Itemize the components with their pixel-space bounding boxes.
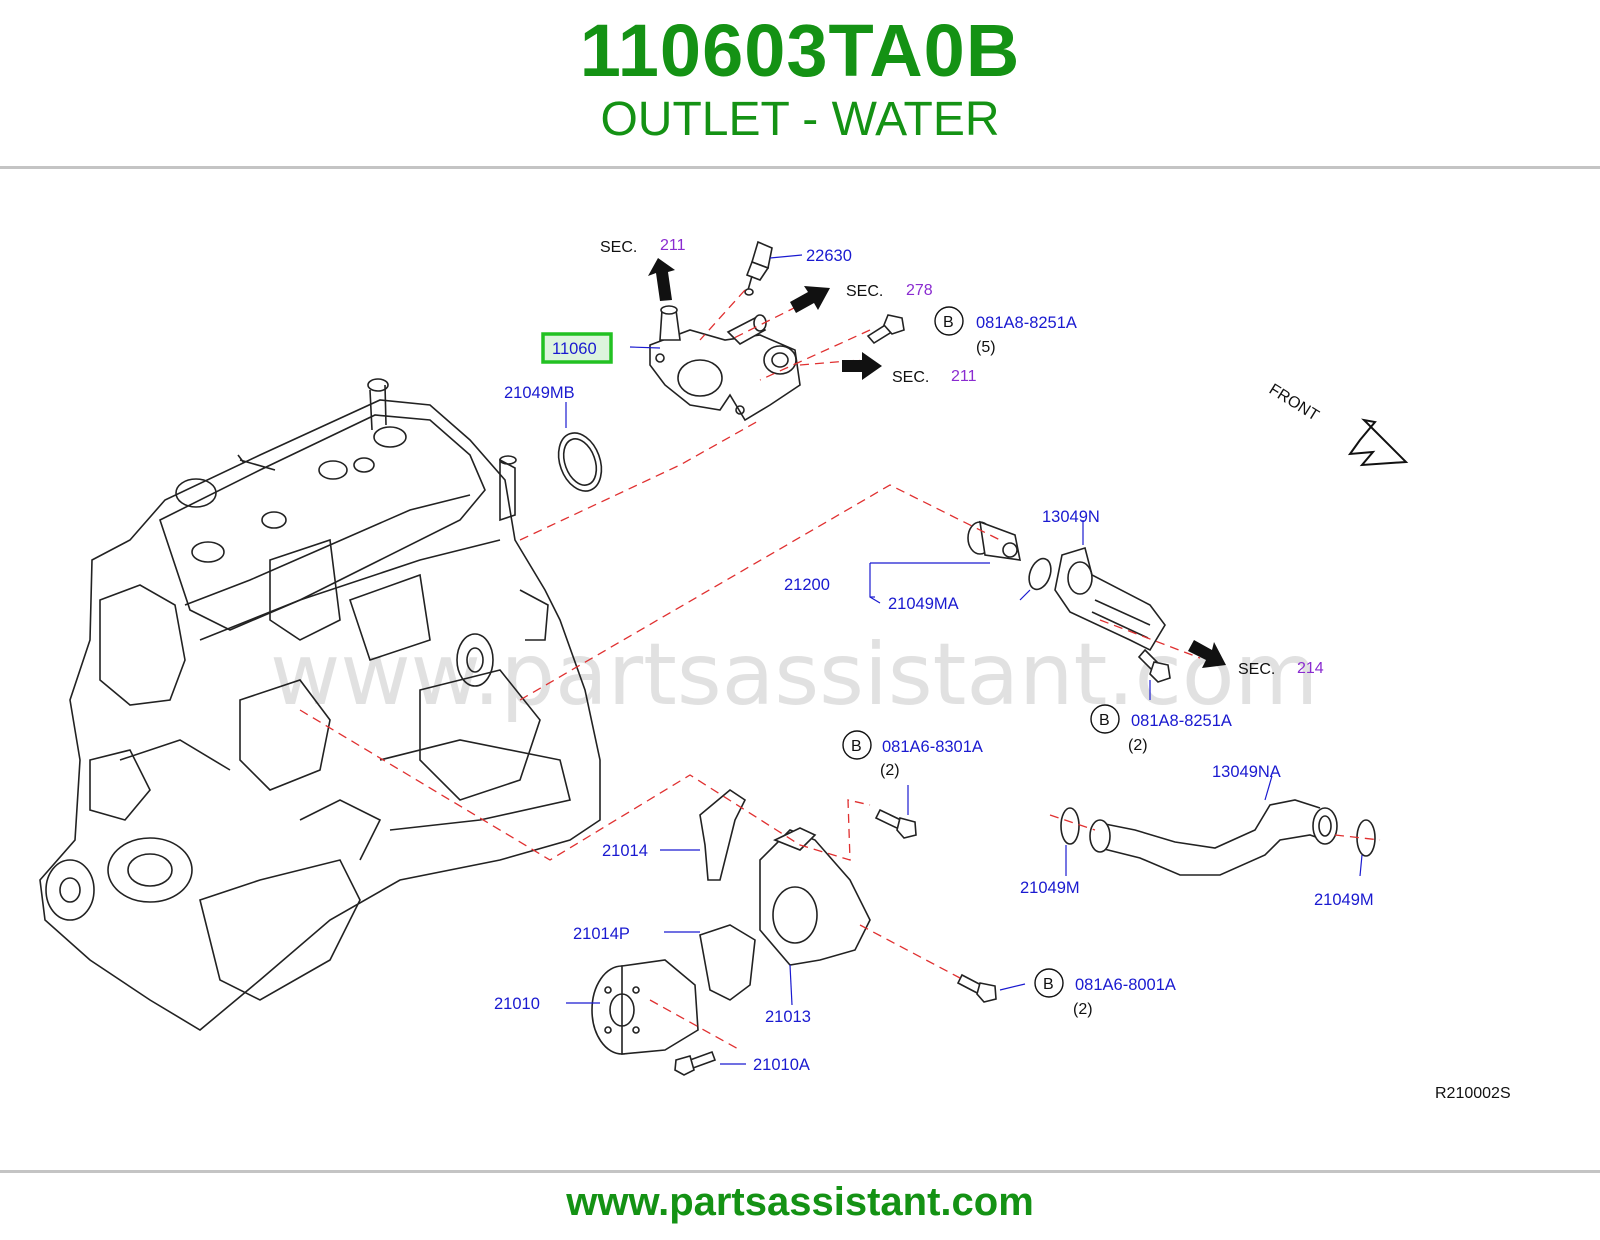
sec-number-211-mid[interactable]: 211 [951,368,977,385]
part-label-13049n[interactable]: 13049N [1042,508,1100,526]
pump-housing-illustration [759,827,871,966]
qty-081a8-8251a-top: (5) [976,339,996,356]
bolt-081a6-8301a-illustration [874,808,917,839]
sec-211-top-arrow [648,258,675,301]
drawing-code: R210002S [1435,1085,1511,1102]
bolt-badge-3-letter: B [851,738,862,755]
gasket-21014-illustration [699,789,747,881]
bolt-badge-4 [1034,968,1064,998]
engine-block-illustration [39,378,601,1031]
bolt-badge-2-letter: B [1099,712,1110,729]
part-label-21013[interactable]: 21013 [765,1008,811,1026]
part-label-11060[interactable]: 11060 [552,340,597,358]
part-label-21010a[interactable]: 21010A [753,1056,810,1074]
part-number-title: 110603TA0B [579,9,1021,92]
part-label-21014p[interactable]: 21014P [573,925,630,943]
part-name-subtitle: OUTLET - WATER [600,93,1000,146]
qty-081a6-8001a: (2) [1073,1001,1093,1018]
part-label-081a6-8301a[interactable]: 081A6-8301A [882,738,983,756]
footer-divider [0,1170,1600,1173]
sec-number-278[interactable]: 278 [906,282,933,299]
part-label-21010[interactable]: 21010 [494,995,540,1013]
part-label-13049na[interactable]: 13049NA [1212,763,1281,781]
bolt-badge-4-letter: B [1043,976,1054,993]
part-label-21014[interactable]: 21014 [602,842,648,860]
gasket-21014p-illustration [699,924,756,1001]
water-outlet-illustration [649,305,801,422]
water-pump-pulley-illustration [591,959,699,1055]
page-header: 110603TA0B OUTLET - WATER [0,0,1600,168]
sec-label-211-top: SEC. [600,239,637,256]
front-direction-arrow: FRONT [1266,381,1409,467]
sec-label-214: SEC. [1238,661,1275,678]
gasket-21049mb-inner [562,438,598,486]
sec-278-arrow [790,286,830,313]
qty-081a8-8251a-mid: (2) [1128,737,1148,754]
sec-number-211-top[interactable]: 211 [660,237,686,254]
bolt-badge-3 [842,730,872,760]
part-label-21200[interactable]: 21200 [784,576,830,594]
thermostat-illustration [967,520,1022,561]
gasket-21049ma-illustration [1028,557,1052,591]
part-label-081a8-8251a-top[interactable]: 081A8-8251A [976,314,1077,332]
part-label-081a8-8251a-mid[interactable]: 081A8-8251A [1131,712,1232,730]
o-ring-left-illustration [1060,807,1080,845]
part-label-21049ma[interactable]: 21049MA [888,595,959,613]
front-label: FRONT [1266,381,1322,425]
sec-214-arrow [1188,640,1226,668]
bolt-081a6-8001a-illustration [956,973,997,1003]
bolt-21010a-illustration [674,1050,717,1076]
front-arrow-shape [1347,418,1409,467]
part-label-21049m-left[interactable]: 21049M [1020,879,1080,897]
bolt-081a8-8251a-mid-illustration [1137,648,1171,683]
bolt-081a8-8251a-top-illustration [866,314,905,345]
part-label-22630[interactable]: 22630 [806,247,852,265]
footer-website-link[interactable]: www.partsassistant.com [566,1180,1034,1224]
part-label-21049m-right[interactable]: 21049M [1314,891,1374,909]
temperature-sensor-illustration [744,240,773,296]
water-inlet-housing-illustration [1054,546,1166,652]
gasket-21049mb-illustration [557,432,603,492]
part-label-21049mb[interactable]: 21049MB [504,384,575,402]
sec-211-mid-arrow [842,352,882,380]
qty-081a6-8301a: (2) [880,762,900,779]
header-divider [0,166,1600,169]
sec-label-211-mid: SEC. [892,369,929,386]
part-label-081a6-8001a[interactable]: 081A6-8001A [1075,976,1176,994]
bolt-badge-1-letter: B [943,314,954,331]
leader-lines [565,254,1363,1065]
highlighted-part-box[interactable] [541,332,613,364]
bolt-badge-1 [934,306,964,336]
bolt-badge-2 [1090,704,1120,734]
assembly-guide-lines [299,289,1381,1051]
water-pipe-illustration [1089,799,1338,876]
sec-label-278: SEC. [846,283,883,300]
sec-number-214[interactable]: 214 [1297,660,1324,677]
